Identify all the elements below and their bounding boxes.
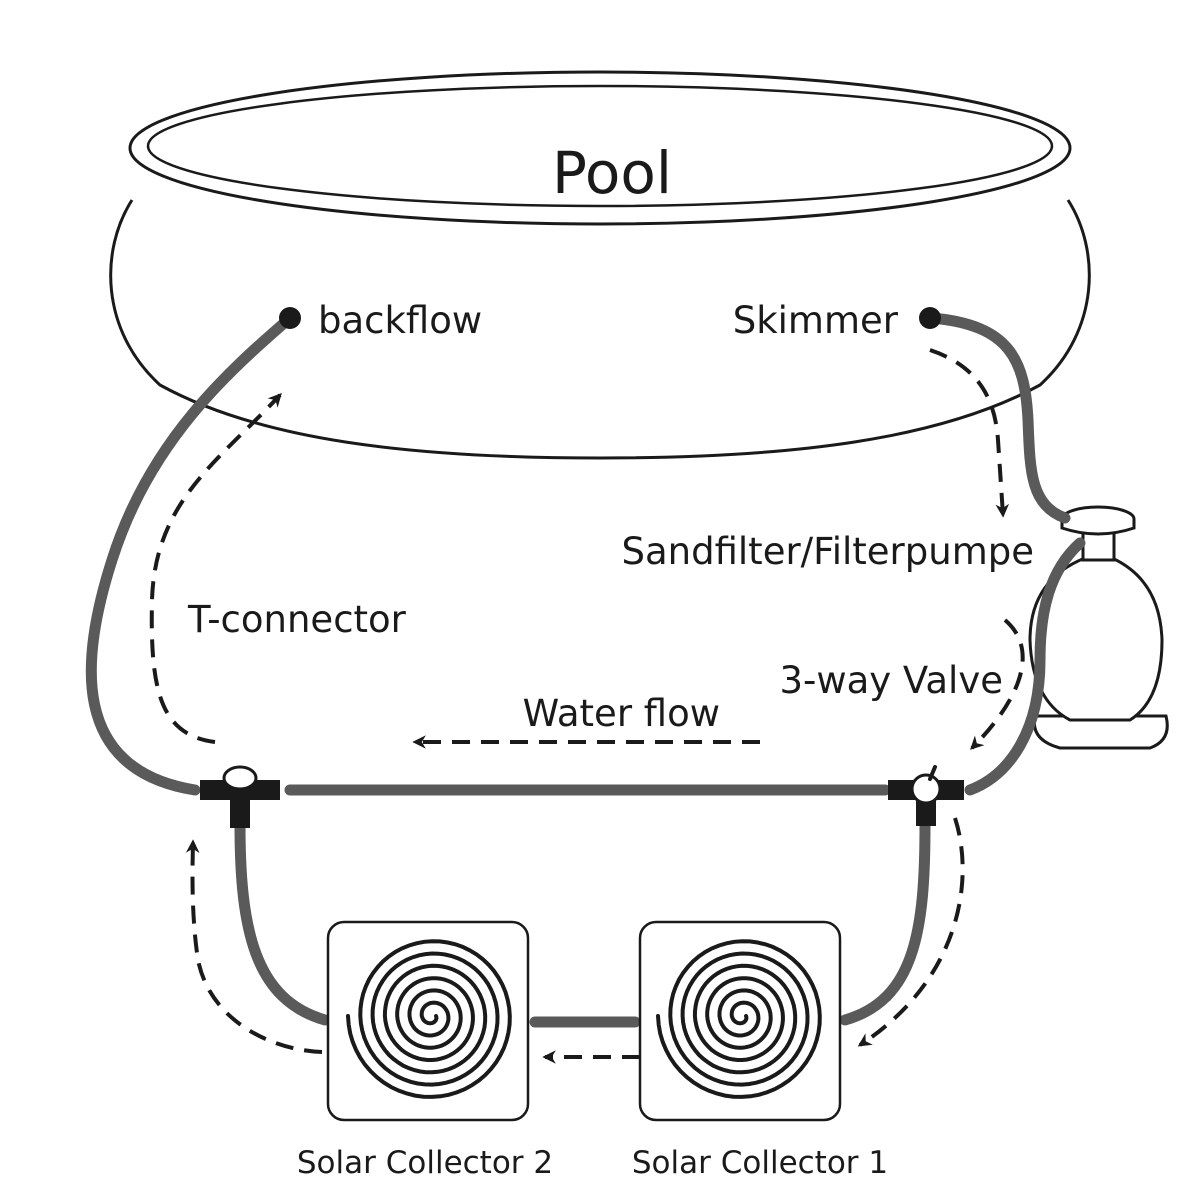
pool-rim-inner [146, 84, 1054, 208]
flow-arrow-t-to-backflow [149, 393, 282, 744]
filter-base [1032, 714, 1169, 750]
t-connector [200, 765, 280, 828]
pool [109, 70, 1091, 460]
skimmer-label: Skimmer [733, 299, 899, 342]
flow-arrow-skimmer-to-filter [929, 348, 1010, 518]
backflow-port [279, 307, 301, 329]
water-flow-label: Water flow [523, 692, 720, 735]
sandfilter-label: Sandfilter/Filterpumpe [622, 530, 1035, 573]
hoses [85, 312, 1086, 1028]
flow-arrows [149, 348, 1025, 1064]
pool-rim-outer [128, 70, 1072, 226]
hose-backflow [85, 312, 296, 796]
solar-collector-1 [638, 920, 842, 1122]
filter-cap-side [1060, 519, 1136, 536]
hose-skimmer-to-filter [926, 312, 1071, 524]
hose-filter-to-valve [964, 537, 1086, 796]
flow-arrow-collector-2-up [185, 839, 323, 1054]
solar-collector-1-spiral [656, 939, 822, 1099]
filter-tank [1028, 556, 1164, 722]
pool-title: Pool [552, 139, 672, 207]
backflow-label: backflow [318, 299, 482, 342]
t-connector-label: T-connector [187, 598, 407, 641]
hose-collector-2-to-t [234, 819, 331, 1026]
solar-collector-2-label: Solar Collector 2 [297, 1145, 553, 1181]
solar-collector-1-label: Solar Collector 1 [632, 1145, 888, 1181]
solar-collector-2-spiral [346, 939, 512, 1099]
three-way-valve-label: 3-way Valve [779, 659, 1003, 702]
skimmer-port [919, 307, 941, 329]
three-way-valve [888, 765, 964, 826]
pool-body [109, 199, 1091, 460]
flow-arrow-filter-to-valve [970, 618, 1025, 750]
sandfilter-pump [1028, 505, 1169, 750]
solar-collector-2 [326, 920, 530, 1122]
hose-valve-to-collector-1 [839, 819, 931, 1026]
